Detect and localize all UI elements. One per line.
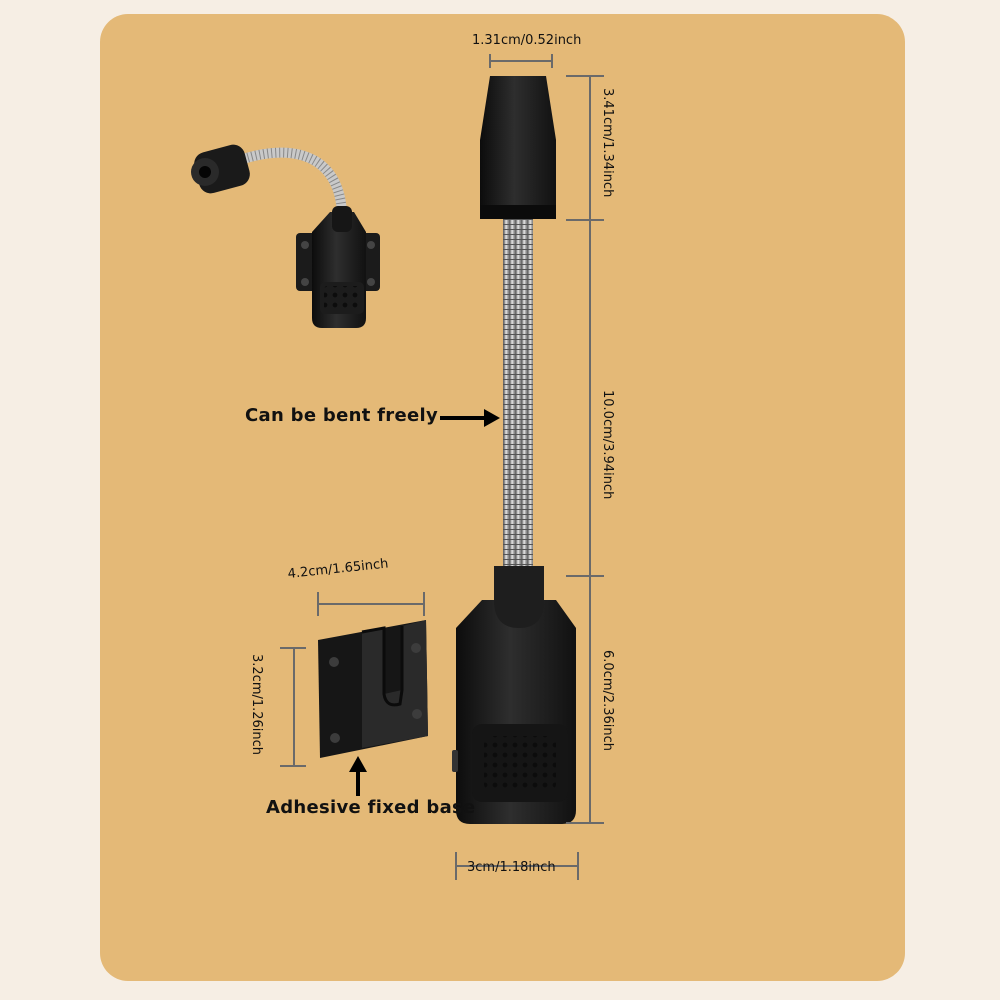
head-width-label: 1.31cm/0.52inch [472, 33, 582, 48]
product-angle-view [191, 144, 380, 328]
head-height-label: 3.41cm/1.34inch [600, 88, 615, 198]
product-front-view [452, 76, 576, 824]
body-width-label: 3cm/1.18inch [467, 860, 556, 875]
arrow-right-icon [440, 409, 500, 427]
base-annotation: Adhesive fixed base [266, 797, 476, 818]
adhesive-base-view [318, 620, 428, 758]
body-height-label: 6.0cm/2.36inch [600, 650, 615, 752]
arrow-up-icon [349, 756, 367, 796]
bend-annotation: Can be bent freely [245, 405, 439, 426]
neck-length-label: 10.0cm/3.94inch [600, 390, 615, 500]
base-height-label: 3.2cm/1.26inch [249, 654, 264, 756]
dimension-lines [280, 54, 604, 880]
